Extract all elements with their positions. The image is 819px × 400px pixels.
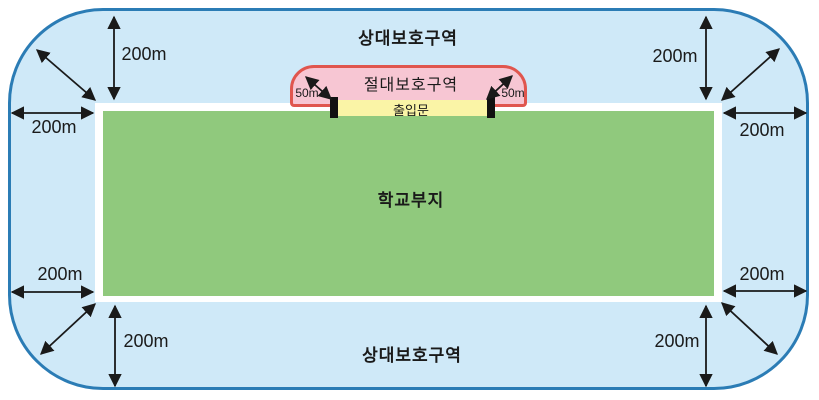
label-200m-bottom-right-vertical: 200m [654, 331, 700, 351]
label-200m-top-left-vertical: 200m [121, 44, 167, 64]
label-200m-bottom-left-vertical: 200m [123, 331, 169, 351]
zone-label-absolute: 절대보호구역 [363, 77, 459, 94]
zone-label-relative-bottom: 상대보호구역 [362, 346, 462, 365]
label-50m-right: 50m [501, 86, 525, 100]
gate-area [338, 100, 487, 116]
label-200m-bottom-right-horizontal: 200m [739, 264, 785, 284]
zone-label-gate: 출입문 [393, 103, 429, 118]
label-200m-bottom-left-horizontal: 200m [37, 264, 83, 284]
zone-label-school-site: 학교부지 [377, 191, 445, 210]
label-200m-right-horizontal: 200m [739, 120, 785, 140]
label-50m-left: 50m [295, 86, 319, 100]
zone-label-relative-top: 상대보호구역 [358, 29, 458, 48]
school-site-area [103, 111, 714, 296]
gate-post-left [330, 97, 338, 118]
label-200m-left-horizontal: 200m [31, 117, 77, 137]
label-200m-top-right-vertical: 200m [652, 46, 698, 66]
gate-post-right [487, 97, 495, 118]
